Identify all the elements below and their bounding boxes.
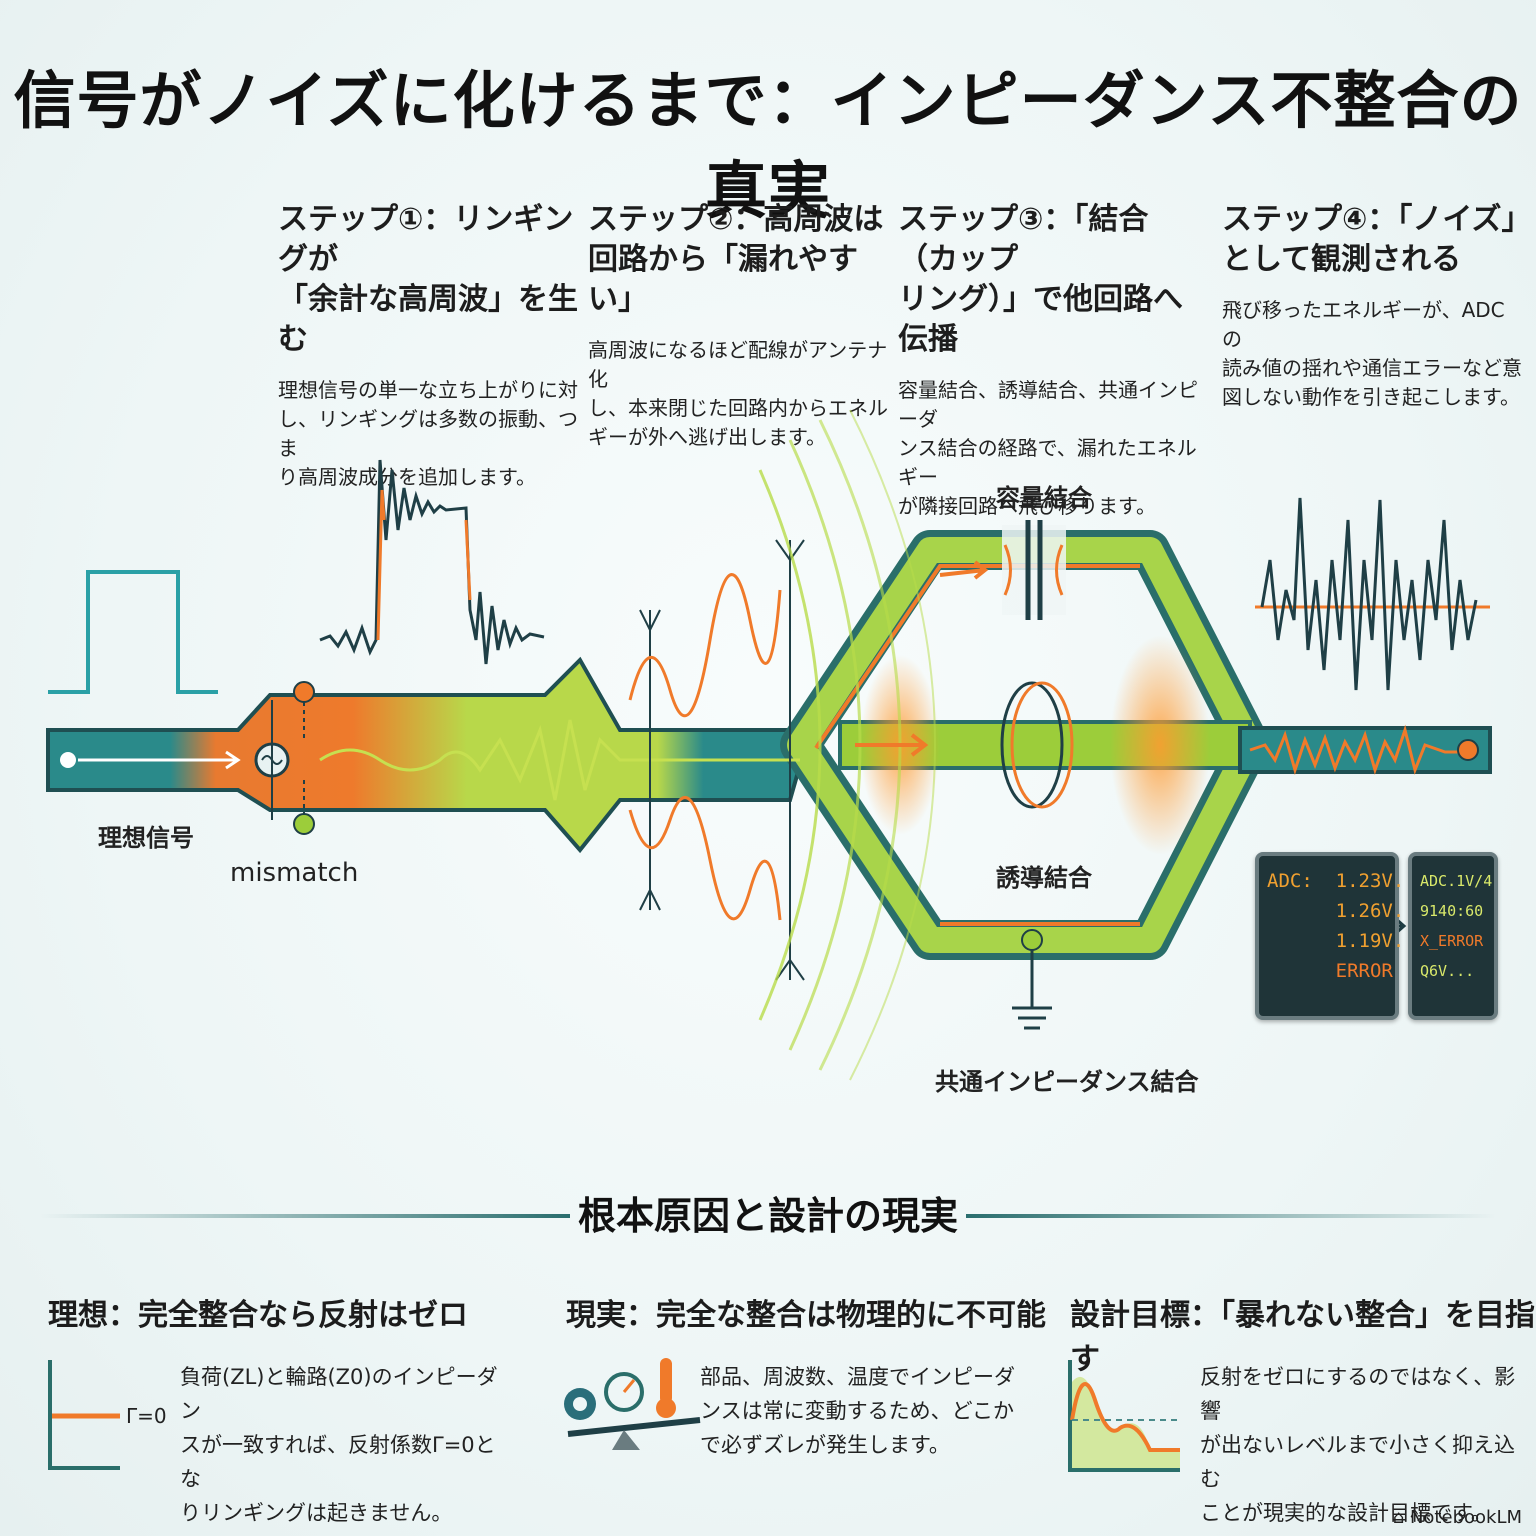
step-1-body-line3: り高周波成分を追加します。 [278, 465, 536, 489]
column-2-body-line1: 部品、周波数、温度でインピーダ [700, 1365, 1015, 1389]
column-1-body-line1: 負荷(ZL)と輪路(Z0)のインピーダン [180, 1365, 498, 1423]
step-2-title-line2: 回路から「漏れやすい」 [588, 242, 858, 317]
column-3-body-line3: ことが現実的な設計目標です。 [1200, 1501, 1492, 1525]
step-1: ステップ①：リンギングが 「余計な高周波」を生む 理想信号の単一な立ち上がりに対… [278, 200, 578, 492]
adc-line-2: 1.26V... [1267, 900, 1428, 922]
column-1-body-line2: スが一致すれば、反射係数Γ=0とな [180, 1433, 496, 1491]
step-1-title-line1: ステップ①：リンギングが [278, 202, 574, 277]
inductive-coupling-label: 誘導結合 [996, 864, 1092, 892]
step-4-title-line2: として観測される [1222, 242, 1462, 277]
column-2-body-line3: で必ずズレが発生します。 [700, 1433, 950, 1457]
capacitive-coupling-label: 容量結合 [996, 484, 1092, 512]
output-line [1238, 726, 1492, 774]
gamma-label: Γ=0 [126, 1404, 167, 1428]
adc2-line-2: 9140:60 [1420, 902, 1484, 920]
adc-screen-before: ADC: 1.23V... 1.26V... 1.19V... ERROR [1255, 852, 1428, 1020]
column-1-body-line3: りリンギングは起きません。 [180, 1501, 453, 1525]
ideal-pulse-wave [48, 570, 218, 694]
credit-text: NotebookLM [1409, 1507, 1522, 1528]
step-2-body-line2: し、本来閉じた回路内からエネル [588, 396, 888, 420]
step-2-body-line3: ギーが外へ逃げ出します。 [588, 425, 826, 449]
step-2: ステップ②：高周波は 回路から「漏れやすい」 高周波になるほど配線がアンテナ化 … [588, 200, 888, 452]
notebook-icon: ⌂ [1392, 1507, 1405, 1528]
step-4-body-line1: 飛び移ったエネルギーが、ADCの [1222, 298, 1505, 351]
output-end-dot [1457, 739, 1479, 761]
seesaw-icon [567, 1417, 701, 1437]
credit-label: ⌂ NotebookLM [1393, 1507, 1522, 1528]
adc-line-4: ERROR [1267, 960, 1393, 982]
start-dot [60, 752, 76, 768]
step-2-body-line1: 高周波になるほど配線がアンテナ化 [588, 338, 888, 391]
column-3-body: 反射をゼロにするのではなく、影響 が出ないレベルまで小さく抑え込む ことが現実的… [1200, 1360, 1520, 1530]
step-4-title-line1: ステップ④：「ノイズ」 [1222, 202, 1532, 237]
thermometer-icon [660, 1358, 672, 1404]
step-3-title-line2: リング）」で他回路へ伝播 [898, 282, 1183, 357]
step-4-body-line3: 図しない動作を引き起こします。 [1222, 385, 1520, 409]
inductor-coil [1000, 681, 1074, 809]
adc-screen-after: ADC.1V/4 9140:60 X_ERROR Q6V... [1408, 852, 1498, 1020]
step-3-body-line1: 容量結合、誘導結合、共通インピーダ [898, 378, 1198, 431]
step-3-body-line2: ンス結合の経路で、漏れたエネルギー [898, 436, 1197, 489]
section-title: 根本原因と設計の現実 [577, 1194, 958, 1238]
step-4: ステップ④：「ノイズ」 として観測される 飛び移ったエネルギーが、ADCの 読み… [1222, 200, 1532, 412]
ground-symbol [1012, 929, 1052, 1030]
ideal-graph [48, 1360, 120, 1470]
antenna-1 [639, 609, 661, 911]
step-3-title-line1: ステップ③：「結合（カップ [898, 202, 1149, 277]
ideal-signal-label: 理想信号 [98, 824, 194, 852]
antenna-2 [775, 539, 805, 981]
main-title: 信号がノイズに化けるまで：インピーダンス不整合の真実 [13, 64, 1523, 227]
signal-arrow [78, 750, 241, 770]
column-2-title: 現実：完全な整合は物理的に不可能 [566, 1298, 1046, 1333]
column-3-body-line2: が出ないレベルまで小さく抑え込む [1200, 1433, 1515, 1491]
column-3-title: 設計目標：「暴れない整合」を目指す [1070, 1298, 1535, 1377]
step-2-title-line1: ステップ②：高周波は [588, 202, 884, 237]
adc-line-1: ADC: 1.23V... [1267, 870, 1428, 892]
step-4-body-line2: 読み値の揺れや通信エラーなど意 [1222, 356, 1522, 380]
adc-line-3: 1.19V... [1267, 930, 1428, 952]
reality-icons [564, 1358, 701, 1450]
adc2-line-4: Q6V... [1420, 962, 1475, 980]
section-divider-right [966, 1214, 1496, 1218]
step-1-body-line1: 理想信号の単一な立ち上がりに対 [278, 378, 578, 402]
adc2-line-3: X_ERROR [1420, 932, 1484, 950]
mismatch-label: mismatch [230, 858, 359, 888]
column-2-body-line2: ンスは常に変動するため、どこか [700, 1399, 1014, 1423]
adc2-line-1: ADC.1V/4 [1420, 872, 1493, 890]
design-goal-graph [1068, 1360, 1180, 1472]
ringing-waveform [319, 459, 545, 665]
common-impedance-label: 共通インピーダンス結合 [935, 1068, 1199, 1096]
step-1-body-line2: し、リンギングは多数の振動、つま [278, 407, 578, 460]
observed-noise-waveform [1260, 497, 1478, 691]
column-1-body: 負荷(ZL)と輪路(Z0)のインピーダン スが一致すれば、反射係数Γ=0とな り… [180, 1360, 510, 1530]
step-1-title-line2: 「余計な高周波」を生む [278, 282, 578, 357]
section-divider-left [40, 1214, 570, 1218]
column-2-body: 部品、周波数、温度でインピーダ ンスは常に変動するため、どこか で必ずズレが発生… [700, 1360, 1030, 1462]
step-3-body-line3: が隣接回路へ飛び移ります。 [898, 494, 1156, 518]
step-3: ステップ③：「結合（カップ リング）」で他回路へ伝播 容量結合、誘導結合、共通イ… [898, 200, 1208, 521]
column-1-title: 理想：完全整合なら反射はゼロ [48, 1298, 468, 1333]
column-3-body-line1: 反射をゼロにするのではなく、影響 [1200, 1365, 1516, 1423]
capacitor-symbol [1002, 520, 1066, 620]
